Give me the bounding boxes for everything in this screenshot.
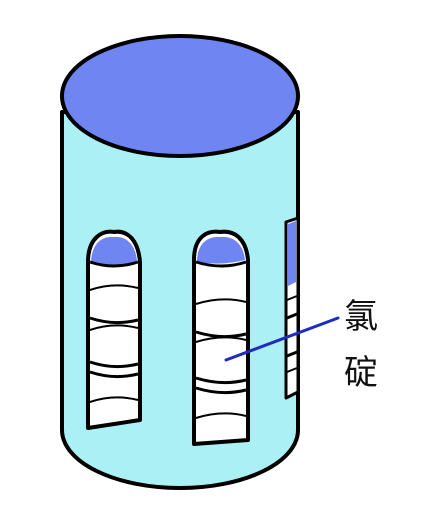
window-center [192,229,250,446]
label-char-2: 碇 [344,353,378,393]
cylinder-top [60,34,300,158]
window-left [86,229,142,430]
label-pointer-line [224,316,340,362]
window-right [284,216,300,400]
label-char-1: 氯 [344,297,378,337]
